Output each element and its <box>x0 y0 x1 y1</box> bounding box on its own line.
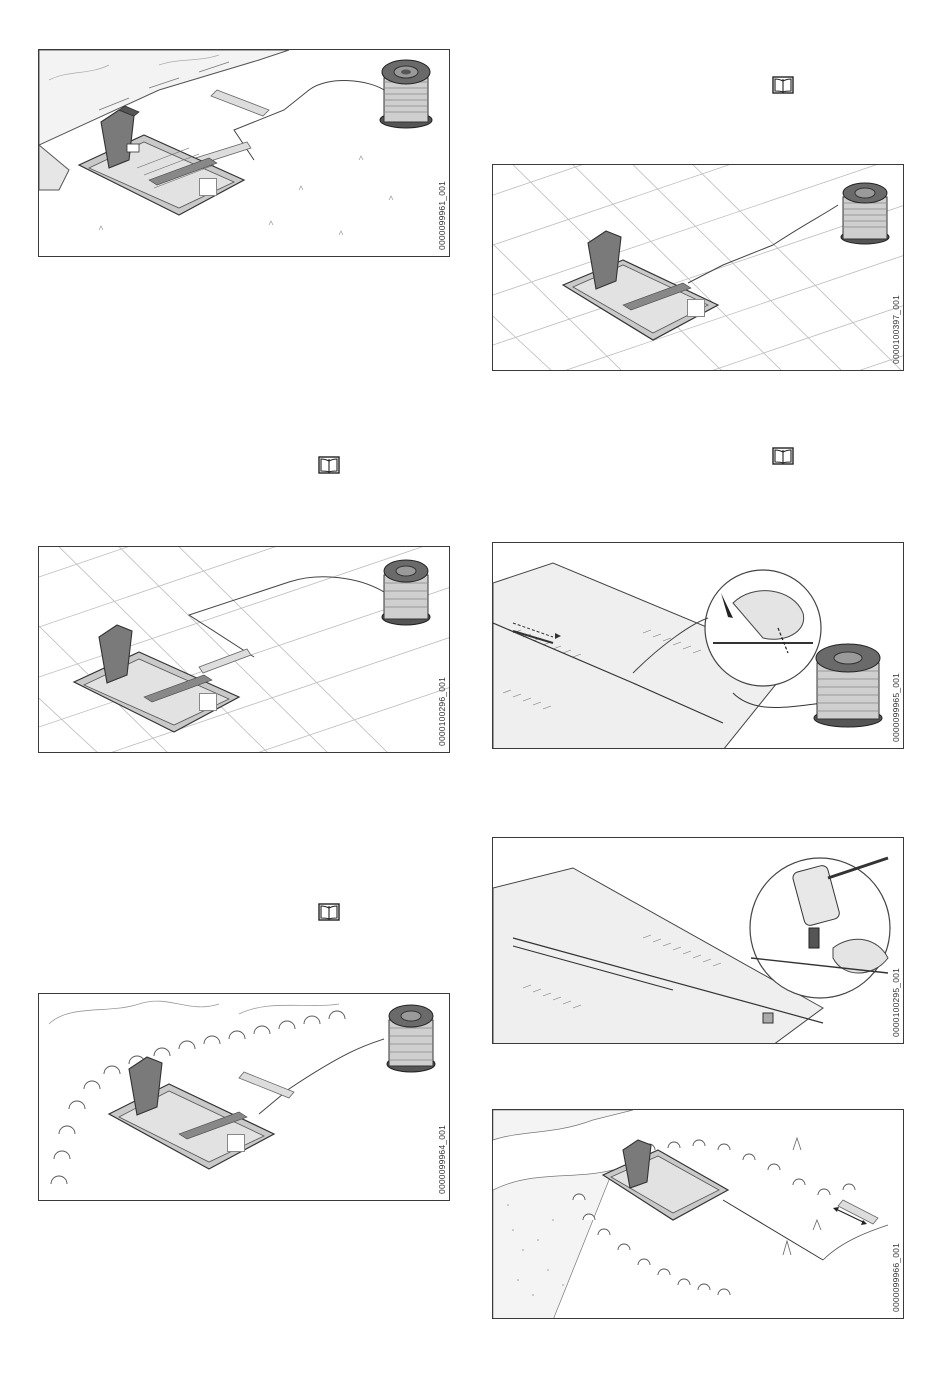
figure-id: 0000100296_001 <box>437 677 447 746</box>
callout-box <box>199 693 217 711</box>
figure-id: 0000099964_001 <box>437 1125 447 1194</box>
figure-id: 0000099965_001 <box>891 673 901 742</box>
book-icon <box>318 903 340 921</box>
callout-box <box>687 299 705 317</box>
figure-id: 0000099961_001 <box>437 181 447 250</box>
book-icon <box>318 456 340 474</box>
figure-docking-station-garden: 0000099964_001 <box>38 993 450 1201</box>
book-icon <box>772 76 794 94</box>
callout-box <box>227 1134 245 1152</box>
figure-boundary-distance: 0000099966_001 <box>492 1109 904 1319</box>
callout-box <box>199 178 217 196</box>
figure-docking-station-paving: 0000100397_001 <box>492 164 904 371</box>
figure-docking-station-paving-route: 0000100296_001 <box>38 546 450 753</box>
figure-id: 0000099966_001 <box>891 1243 901 1312</box>
figure-id: 0000100295_001 <box>891 968 901 1037</box>
figure-wire-insertion-detail: 0000099965_001 <box>492 542 904 749</box>
figure-docking-station-wall: 0000099961_001 <box>38 49 450 257</box>
figure-id: 0000100397_001 <box>891 295 901 364</box>
book-icon <box>772 447 794 465</box>
figure-peg-hammer-detail: 0000100295_001 <box>492 837 904 1044</box>
